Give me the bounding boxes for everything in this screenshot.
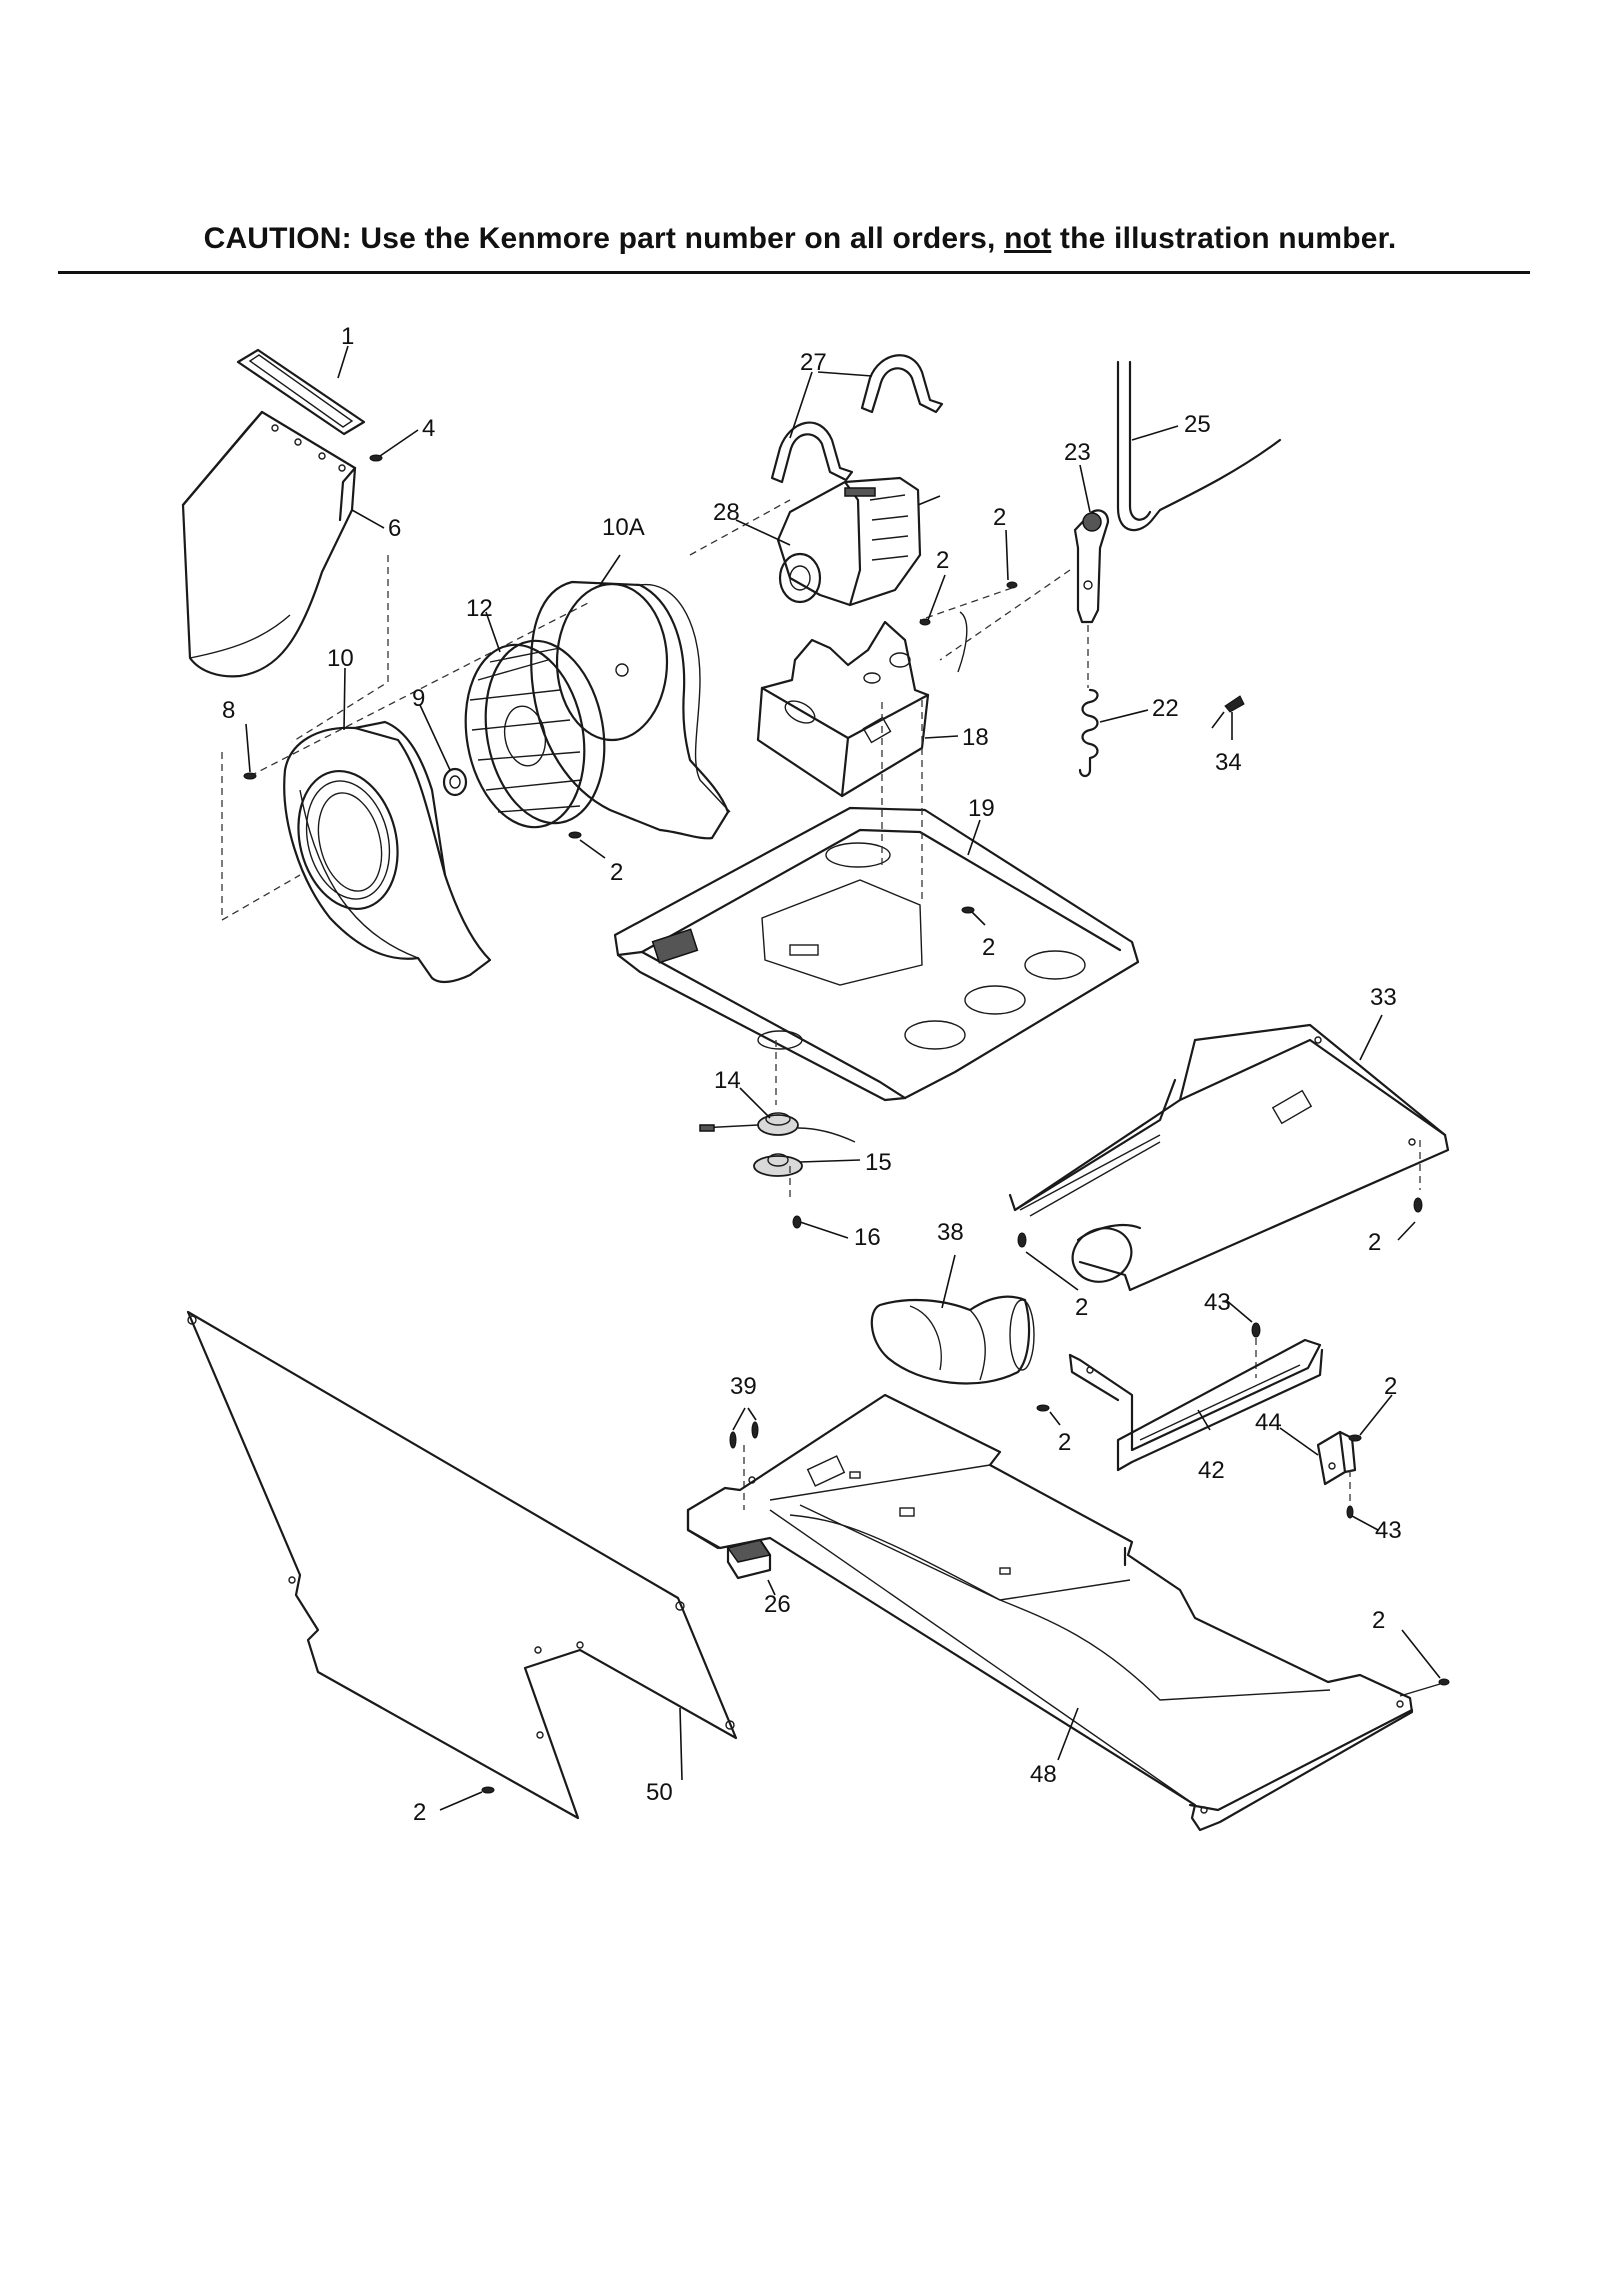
callout-28: 28 <box>713 499 740 526</box>
callout-6: 6 <box>388 515 401 542</box>
caption-underlined-word: not <box>1004 222 1052 255</box>
caution-caption: CAUTION: Use the Kenmore part number on … <box>0 222 1600 256</box>
callout-4: 4 <box>422 415 435 442</box>
part-2-screw-bracket <box>1036 1404 1061 1426</box>
callout-9: 9 <box>412 685 425 712</box>
part-6-duct-hood <box>181 410 357 678</box>
callout-2-panel: 2 <box>413 1799 426 1826</box>
callout-42: 42 <box>1198 1457 1225 1484</box>
callout-14: 14 <box>714 1067 741 1094</box>
part-15-pulley-mount <box>753 1153 803 1200</box>
part-2-43-screws-right <box>1346 1394 1393 1531</box>
part-8-screw <box>243 772 257 780</box>
callout-26: 26 <box>764 1591 791 1618</box>
caption-text-b: the illustration number. <box>1051 222 1397 255</box>
part-10-blower-housing <box>283 720 492 984</box>
part-23-idler-arm <box>939 509 1110 688</box>
part-50-rear-panel <box>186 1310 738 1820</box>
part-9-washer <box>442 767 468 797</box>
part-14-thermostat <box>699 1112 856 1143</box>
part-2-screw-blower <box>568 831 606 859</box>
callout-16: 16 <box>854 1224 881 1251</box>
callout-2-right: 2 <box>1384 1373 1397 1400</box>
callout-10: 10 <box>327 645 354 672</box>
part-28-drive-motor <box>776 476 941 607</box>
callout-2-motor-b: 2 <box>936 547 949 574</box>
callout-1: 1 <box>341 323 354 350</box>
part-34-screw <box>1211 695 1245 740</box>
part-19-base-plate <box>613 700 1140 1105</box>
callout-2-bracket: 2 <box>1058 1429 1071 1456</box>
callout-12: 12 <box>466 595 493 622</box>
part-38-elbow-duct <box>870 1295 1035 1385</box>
caption-divider <box>58 271 1530 274</box>
part-2-screw-base <box>961 906 986 926</box>
callout-19: 19 <box>968 795 995 822</box>
part-1-gasket <box>236 348 366 436</box>
callout-2-motor-a: 2 <box>993 504 1006 531</box>
callout-15: 15 <box>865 1149 892 1176</box>
callout-10A: 10A <box>602 514 645 541</box>
part-43-screw-top <box>1251 1322 1261 1378</box>
part-2-screw-far <box>1399 1629 1450 1697</box>
part-2-screw-panel <box>439 1786 495 1811</box>
part-39-screws <box>729 1407 759 1510</box>
callout-2-blower: 2 <box>610 859 623 886</box>
callout-43-bottom: 43 <box>1375 1517 1402 1544</box>
callout-50: 50 <box>646 1779 673 1806</box>
callout-2-base: 2 <box>982 934 995 961</box>
callout-48: 48 <box>1030 1761 1057 1788</box>
part-2-screws-duct <box>1017 1197 1423 1291</box>
part-2-screws-motor <box>919 581 1018 673</box>
part-33-duct-assembly <box>1008 1023 1450 1292</box>
callout-34: 34 <box>1215 749 1242 776</box>
callout-2-duct: 2 <box>1368 1229 1381 1256</box>
callout-39: 39 <box>730 1373 757 1400</box>
part-48-base-frame <box>686 1393 1414 1832</box>
part-22-spring <box>1078 688 1099 778</box>
callout-23: 23 <box>1064 439 1091 466</box>
callout-18: 18 <box>962 724 989 751</box>
callout-8: 8 <box>222 697 235 724</box>
caption-text-a: CAUTION: Use the Kenmore part number on … <box>203 222 1005 255</box>
leader-lines <box>245 345 1383 1781</box>
callout-38: 38 <box>937 1219 964 1246</box>
callout-44: 44 <box>1255 1409 1282 1436</box>
callout-33: 33 <box>1370 984 1397 1011</box>
part-16-screw <box>792 1215 849 1239</box>
part-12-blower-wheel <box>464 639 606 829</box>
part-18-motor-mount <box>756 620 930 798</box>
callout-2-elbow: 2 <box>1075 1294 1088 1321</box>
part-10a-blower-housing-rear <box>530 580 731 840</box>
callout-2-far: 2 <box>1372 1607 1385 1634</box>
callout-43-top: 43 <box>1204 1289 1231 1316</box>
part-42-rail-bracket <box>1068 1338 1324 1472</box>
alignment-lines-left <box>221 499 791 922</box>
part-25-belt <box>1116 360 1282 532</box>
part-4-screw <box>369 429 419 462</box>
callout-27: 27 <box>800 349 827 376</box>
callout-25: 25 <box>1184 411 1211 438</box>
callout-22: 22 <box>1152 695 1179 722</box>
